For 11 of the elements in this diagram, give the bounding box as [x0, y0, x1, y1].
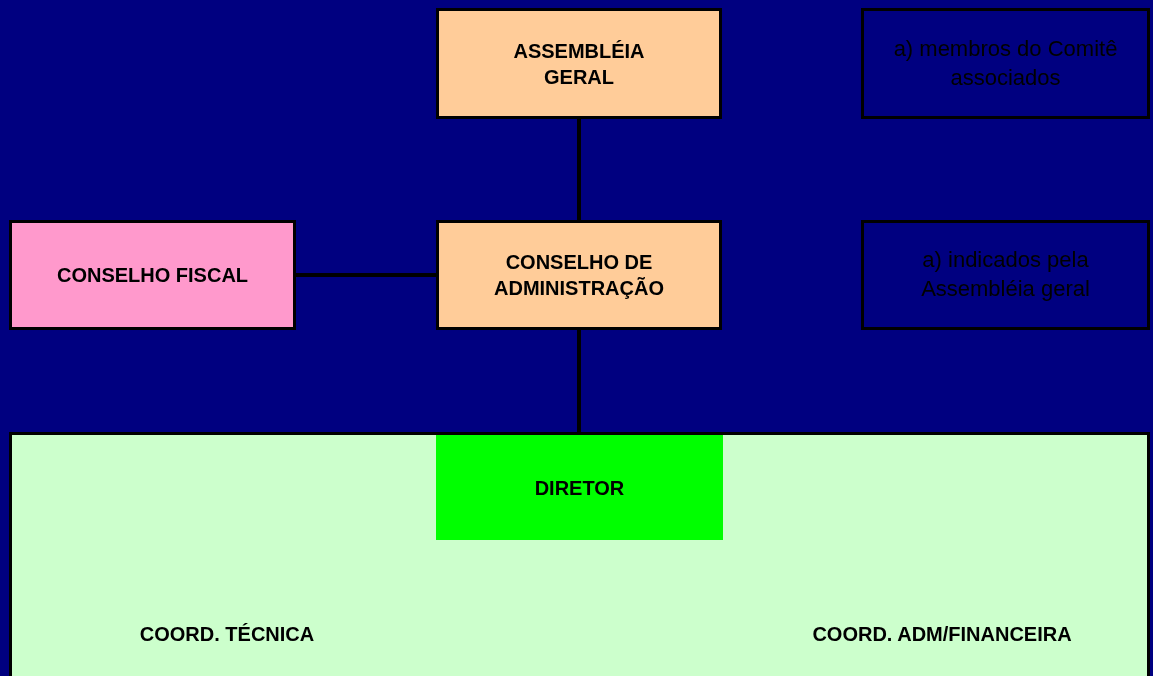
coordination-label: COORD. ADM/FINANCEIRA	[812, 622, 1072, 647]
box-label: DIRETOR	[534, 475, 625, 501]
note-text: a) indicados pela Assembléia geral	[920, 246, 1091, 303]
coordination-label: COORD. TÉCNICA	[139, 622, 315, 647]
connector-line	[577, 119, 581, 220]
box-label: CONSELHO DE ADMINISTRAÇÃO	[493, 250, 665, 301]
connector-line	[296, 273, 436, 277]
box-label: ASSEMBLÉIA GERAL	[512, 38, 646, 90]
box-label: CONSELHO FISCAL	[56, 263, 249, 288]
panel-background	[9, 432, 1150, 676]
note-text: a) membros do Comitê associados	[892, 34, 1119, 92]
